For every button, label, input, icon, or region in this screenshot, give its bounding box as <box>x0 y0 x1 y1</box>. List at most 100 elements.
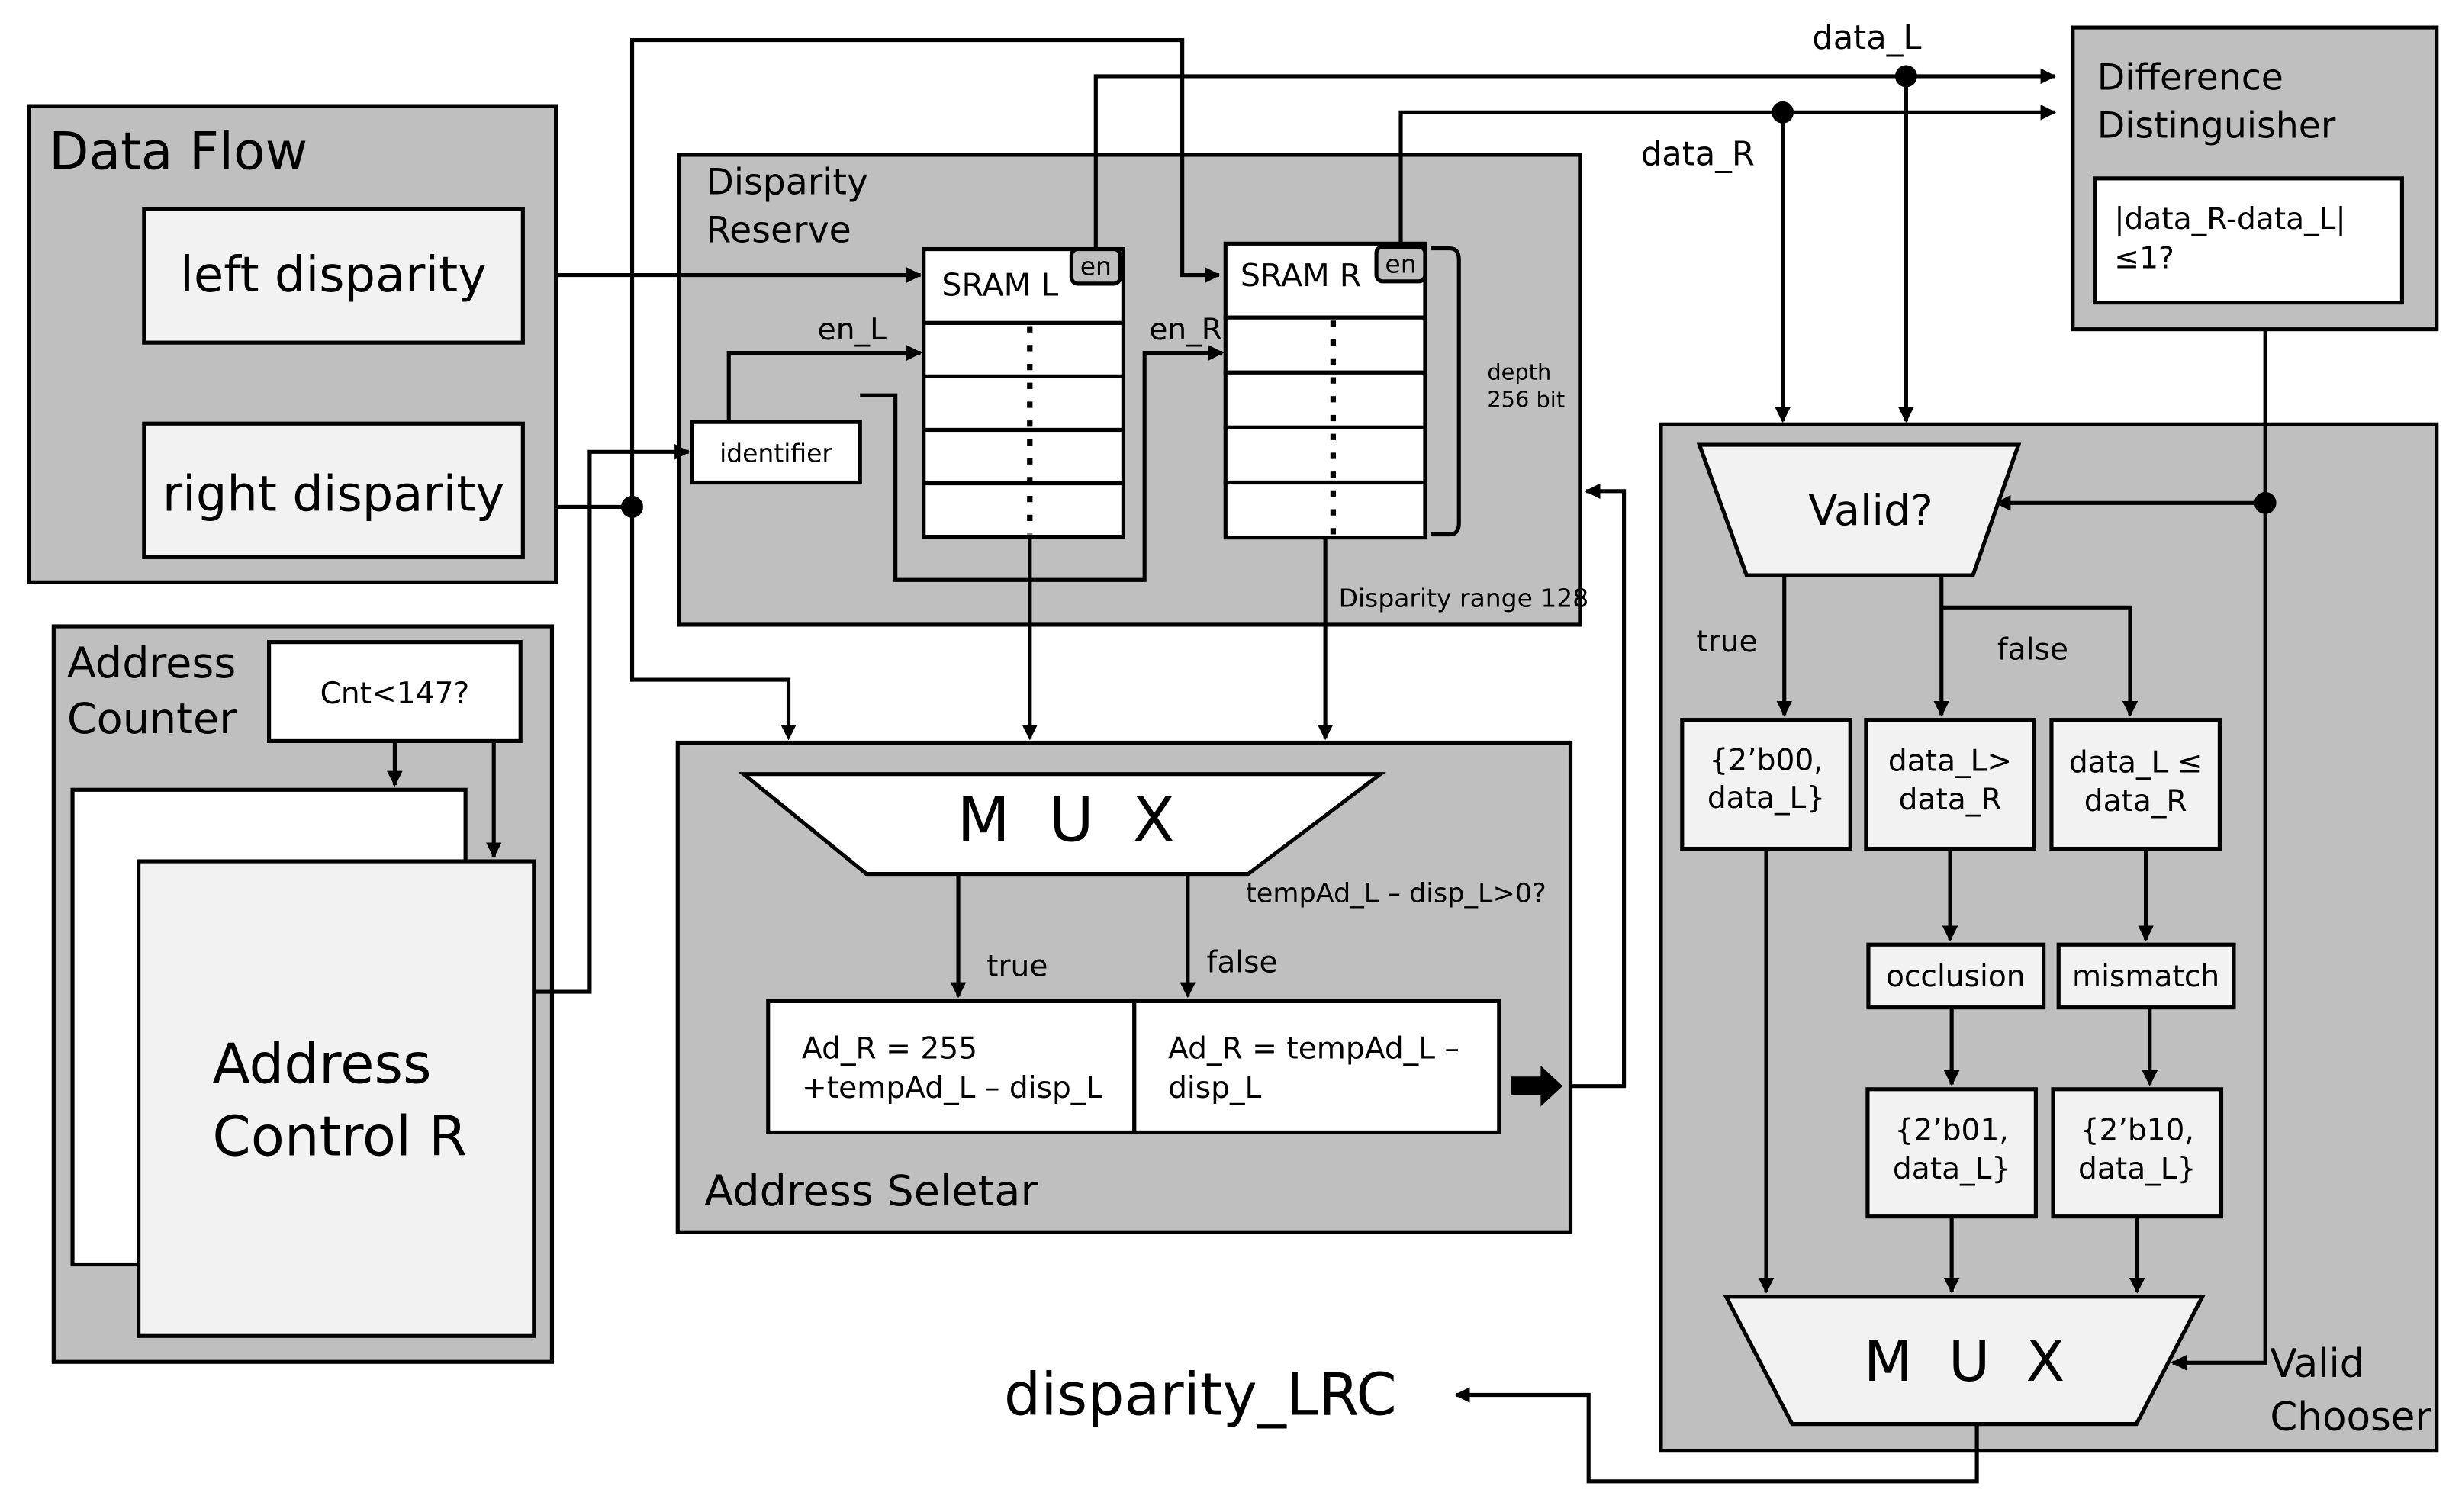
valid-chooser-block: Valid? true false {2’b00, data_L} data_L… <box>1659 422 2439 1453</box>
junction-dot <box>1894 65 1917 88</box>
sram-l-row <box>922 320 1125 379</box>
code-01-box <box>1865 1087 2038 1219</box>
address-false-label: false <box>1207 945 1278 980</box>
left-disparity-label: left disparity <box>180 247 487 304</box>
code-01-line1: {2’b01, <box>1895 1114 2009 1148</box>
sram-r-row <box>1223 315 1427 375</box>
code-00-line1: {2’b00, <box>1709 744 1823 778</box>
disparity-lrc-output-label: disparity_LRC <box>1004 1360 1397 1428</box>
occlusion-label: occlusion <box>1886 960 2026 994</box>
en-l-label: en_L <box>818 313 887 347</box>
junction-dot <box>621 496 643 518</box>
counter-condition-label: Cnt<147? <box>320 677 470 711</box>
difference-condition-line1: |data_R-data_L| <box>2114 202 2345 236</box>
output-mux <box>1723 1295 2206 1427</box>
address-true-line1: Ad_R = 255 <box>802 1032 977 1066</box>
data-r-signal-label: data_R <box>1641 135 1755 173</box>
identifier-label: identifier <box>719 439 832 468</box>
sram-r-row <box>1223 370 1427 429</box>
disparity-reserve-title-line1: Disparity <box>706 161 868 203</box>
difference-distinguisher-block: Difference Distinguisher |data_R-data_L|… <box>2071 25 2439 332</box>
data-flow-title: Data Flow <box>49 121 307 182</box>
junction-dot <box>2254 491 2277 514</box>
difference-condition-line2: ≤1? <box>2114 241 2174 275</box>
sram-l-row <box>922 374 1125 433</box>
address-true-result <box>766 999 1137 1135</box>
address-true-line2: +tempAd_L – disp_L <box>802 1071 1102 1105</box>
wiring <box>387 37 2267 1484</box>
address-counter-title-line2: Counter <box>67 694 237 744</box>
wire-en-r <box>860 345 1225 582</box>
disparity-reserve-block: Disparity Reserve SRAM L en SRAM R en <box>677 153 1589 627</box>
wire-output <box>1454 1387 1979 1484</box>
address-mux-label: M U X <box>957 783 1175 855</box>
address-false-line2: disp_L <box>1168 1071 1261 1105</box>
address-counter-block: Address Counter Cnt<147? Address Control… <box>51 624 555 1364</box>
depth-label-line2: 256 bit <box>1487 387 1565 413</box>
valid-decision-label: Valid? <box>1808 486 1933 536</box>
data-l-greater-line1: data_L> <box>1888 745 2012 779</box>
wire-difference-out <box>2171 329 2267 1371</box>
depth-brace <box>1431 246 1461 537</box>
wire-data-r <box>1398 105 2057 247</box>
data-l-less-equal-line1: data_L ≤ <box>2069 746 2203 780</box>
data-l-greater-line2: data_R <box>1899 783 2002 817</box>
address-mux <box>738 772 1386 877</box>
valid-chooser-title-line1: Valid <box>2270 1341 2364 1387</box>
sram-r-row <box>1223 480 1427 540</box>
data-l-less-equal-box <box>2049 718 2222 851</box>
address-false-result <box>1132 999 1501 1135</box>
sram-r-en-label: en <box>1385 249 1416 278</box>
difference-title-line2: Distinguisher <box>2097 105 2336 146</box>
valid-false-label: false <box>1997 632 2068 667</box>
code-10-box <box>2051 1087 2224 1219</box>
address-selector-block: M U X tempAd_L – disp_L>0? true false Ad… <box>675 740 1573 1234</box>
address-control-line1: Address <box>212 1033 431 1097</box>
en-r-label: en_R <box>1149 313 1222 347</box>
sram-r-row <box>1223 425 1427 485</box>
difference-condition-box <box>2093 176 2404 305</box>
address-counter-title-line1: Address <box>67 639 236 688</box>
right-disparity-label: right disparity <box>163 467 504 523</box>
code-00-line2: data_L} <box>1707 781 1825 816</box>
difference-title-line1: Difference <box>2097 56 2283 98</box>
address-false-line1: Ad_R = tempAd_L – <box>1168 1032 1459 1066</box>
wire-address-control <box>533 444 690 994</box>
left-disparity-box <box>142 207 525 345</box>
occlusion-box <box>1866 942 2046 1010</box>
disparity-range-label: Disparity range 128 <box>1339 583 1589 613</box>
code-00-box <box>1680 718 1852 851</box>
code-01-line2: data_L} <box>1893 1152 2010 1186</box>
data-l-signal-label: data_L <box>1812 19 1921 57</box>
address-true-label: true <box>986 949 1048 983</box>
wire-valid-false-branch <box>1941 605 2139 717</box>
data-l-greater-box <box>1864 718 2036 851</box>
junctions <box>621 65 2277 518</box>
address-control-r-card <box>137 859 536 1338</box>
address-condition-label: tempAd_L – disp_L>0? <box>1246 878 1546 909</box>
mismatch-box <box>2056 942 2236 1010</box>
depth-label-line1: depth <box>1487 359 1551 385</box>
disparity-reserve-title-line2: Reserve <box>706 209 851 251</box>
data-l-less-equal-line2: data_R <box>2084 784 2187 819</box>
wire-right-down <box>629 507 797 741</box>
mismatch-label: mismatch <box>2072 960 2219 994</box>
output-mux-label: M U X <box>1864 1329 2065 1395</box>
sram-l-row <box>922 481 1125 539</box>
code-10-line2: data_L} <box>2078 1152 2196 1186</box>
identifier-box <box>690 420 862 485</box>
valid-decision <box>1696 442 2022 577</box>
sram-l-row <box>922 427 1125 486</box>
address-output-arrow-icon <box>1511 1065 1563 1107</box>
data-flow-block: Data Flow left disparity right disparity <box>27 104 558 584</box>
address-control-line2: Control R <box>212 1105 467 1169</box>
wire-en-l <box>726 345 922 423</box>
junction-dot <box>1772 101 1794 124</box>
valid-chooser-title-line2: Chooser <box>2270 1395 2431 1440</box>
sram-r-label: SRAM R <box>1241 257 1362 294</box>
right-disparity-box <box>142 421 525 559</box>
valid-true-label: true <box>1696 625 1757 659</box>
wire-right-up <box>629 37 1221 507</box>
code-10-line1: {2’b10, <box>2081 1114 2194 1148</box>
